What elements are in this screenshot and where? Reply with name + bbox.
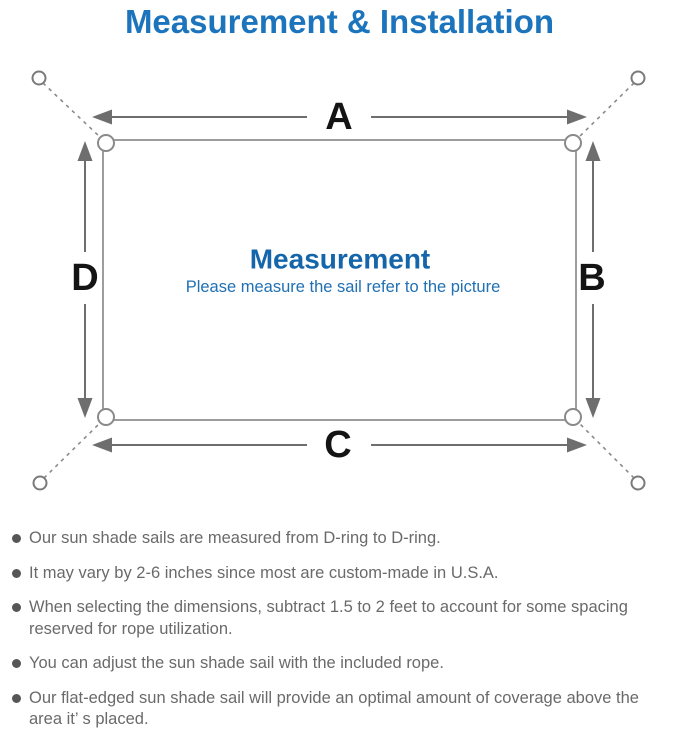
- note-item: Our flat-edged sun shade sail will provi…: [12, 688, 667, 731]
- note-item: You can adjust the sun shade sail with t…: [12, 653, 667, 675]
- d-ring-bottom-left: [97, 408, 115, 426]
- bullet-icon: [12, 693, 21, 703]
- note-item: When selecting the dimensions, subtract …: [12, 597, 667, 640]
- note-item: It may vary by 2-6 inches since most are…: [12, 563, 667, 585]
- rope-line-bottom-right: [577, 421, 635, 479]
- rope-line-top-right: [577, 82, 635, 139]
- anchor-point-top-right: [630, 70, 646, 86]
- anchor-point-top-left: [31, 70, 47, 86]
- page-title: Measurement & Installation: [124, 3, 555, 40]
- note-text: Our sun shade sails are measured from D-…: [29, 529, 441, 547]
- rope-line-bottom-left: [43, 421, 102, 479]
- bullet-icon: [12, 534, 21, 543]
- measurement-diagram: A C D B: [0, 55, 679, 515]
- rope-line-top-left: [42, 82, 102, 139]
- anchor-point-bottom-right: [630, 475, 646, 491]
- dimension-arrow-bottom: [92, 437, 587, 453]
- note-text: Our flat-edged sun shade sail will provi…: [29, 688, 639, 729]
- d-ring-top-right: [564, 134, 582, 152]
- bullet-icon: [12, 659, 21, 668]
- dimension-arrow-left: [77, 141, 93, 418]
- diagram-center-subtitle: Please measure the sail refer to the pic…: [186, 278, 501, 296]
- note-text: When selecting the dimensions, subtract …: [29, 598, 628, 638]
- note-item: Our sun shade sails are measured from D-…: [12, 528, 667, 550]
- note-text: It may vary by 2-6 inches since most are…: [29, 563, 499, 582]
- sail-outline: [102, 139, 577, 421]
- d-ring-bottom-right: [564, 408, 582, 426]
- bullet-icon: [12, 568, 21, 578]
- dimension-label-left: D: [71, 257, 98, 299]
- bullet-icon: [12, 603, 21, 612]
- sail-diagram-svg: A C D B: [31, 70, 646, 491]
- dimension-arrow-right: [585, 141, 601, 418]
- note-text: You can adjust the sun shade sail with t…: [29, 654, 444, 672]
- dimension-label-top: A: [325, 96, 352, 138]
- diagram-center-title: Measurement: [250, 244, 431, 275]
- notes-list: Our sun shade sails are measured from D-…: [12, 524, 667, 739]
- dimension-label-bottom: C: [324, 424, 351, 466]
- dimension-label-right: B: [578, 257, 605, 299]
- dimension-arrow-top: [92, 109, 587, 125]
- d-ring-top-left: [97, 134, 115, 152]
- anchor-point-bottom-left: [32, 475, 48, 491]
